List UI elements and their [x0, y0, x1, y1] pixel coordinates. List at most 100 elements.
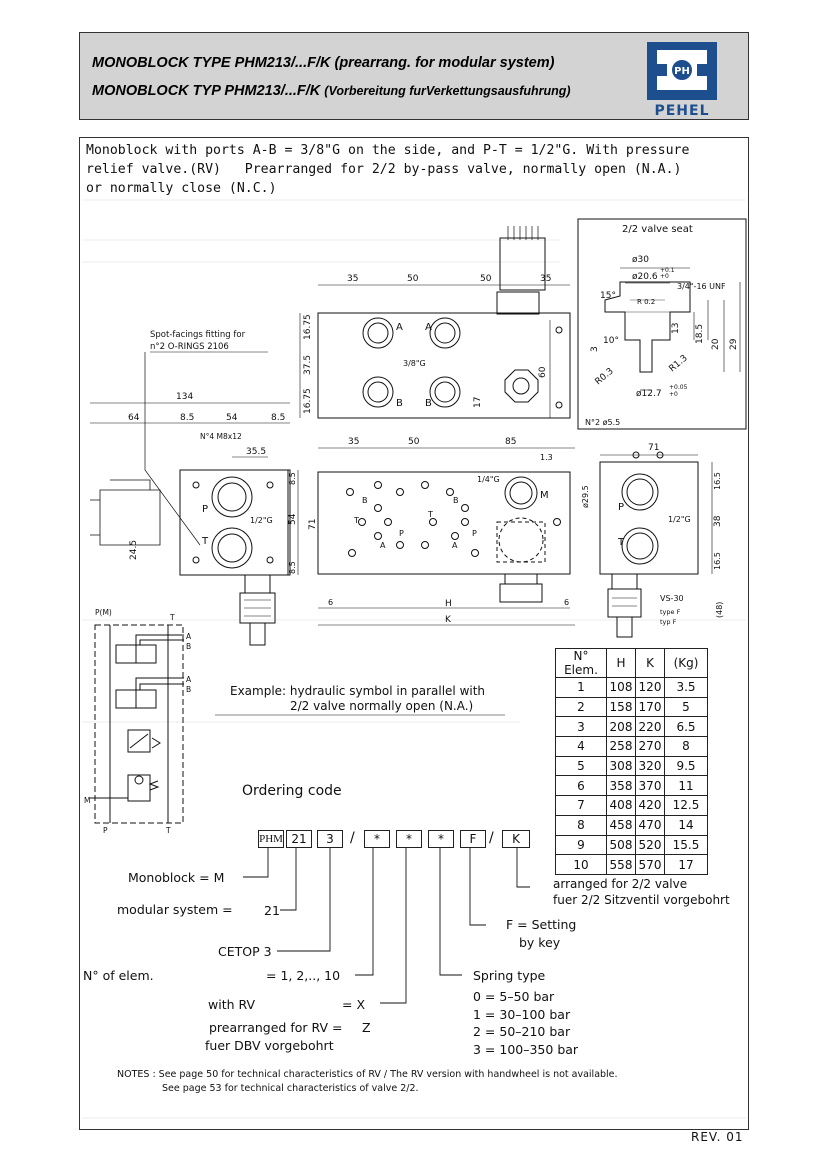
code-box: * [396, 830, 422, 848]
code-box: F [460, 830, 486, 848]
table-cell: 5 [555, 755, 607, 777]
svg-text:13: 13 [671, 323, 681, 334]
table-cell: 170 [635, 696, 665, 718]
svg-text:3/4"-16 UNF: 3/4"-16 UNF [677, 282, 726, 291]
svg-text:35: 35 [347, 274, 358, 284]
table-cell: 370 [635, 775, 665, 797]
svg-text:(48): (48) [715, 602, 724, 618]
front-view: 35 50 85 M 1/4"G 1.3 ø29.5 B B T T P P A… [308, 437, 590, 626]
label-k-vorgebohrt: fuer 2/2 Sitzventil vorgebohrt [553, 893, 730, 907]
code-separator: / [350, 830, 355, 846]
svg-text:A: A [452, 541, 458, 550]
table-cell: 308 [606, 755, 636, 777]
table-cell: 220 [635, 716, 665, 738]
svg-text:29: 29 [729, 338, 739, 350]
table-cell: 8 [555, 814, 607, 836]
table-cell: 5 [664, 696, 708, 718]
svg-text:B: B [396, 398, 403, 409]
spot-facing-note: Spot-facings fitting for n°2 O-RINGS 210… [144, 330, 268, 546]
svg-text:1/2"G: 1/2"G [668, 515, 691, 524]
side-view: 134 64 8.5 54 8.5 35.5 N°4 M8x12 P T 1/2… [90, 392, 299, 646]
revision-label: REV. 01 [691, 1130, 744, 1144]
table-cell: 4 [555, 736, 607, 757]
value-modular: 21 [264, 903, 280, 918]
table-cell: 470 [635, 814, 665, 836]
svg-text:A: A [380, 541, 386, 550]
svg-text:35: 35 [540, 274, 551, 284]
logo-mark: PH [674, 66, 690, 77]
svg-text:10°: 10° [603, 336, 619, 346]
svg-text:R 0.2: R 0.2 [637, 298, 655, 306]
table-cell: 6.5 [664, 716, 708, 738]
label-with-rv: with RV [208, 997, 256, 1012]
svg-text:54: 54 [226, 413, 238, 423]
svg-text:type F: type F [660, 608, 681, 616]
svg-text:T: T [165, 826, 171, 835]
svg-text:P: P [399, 529, 404, 538]
svg-text:8.5: 8.5 [180, 413, 194, 423]
table-header-cell: N° Elem. [555, 648, 607, 678]
svg-text:38: 38 [713, 515, 723, 527]
table-cell: 570 [635, 854, 665, 875]
label-cetop: CETOP 3 [218, 944, 272, 959]
table-cell: 1 [555, 677, 607, 698]
svg-text:85: 85 [505, 437, 516, 447]
svg-text:K: K [445, 615, 452, 625]
code-box: K [502, 830, 530, 848]
svg-text:8.5: 8.5 [288, 472, 297, 485]
svg-text:1/2"G: 1/2"G [250, 516, 273, 525]
svg-text:54: 54 [288, 513, 298, 525]
svg-text:ø20.6: ø20.6 [632, 272, 658, 282]
table-cell: 9 [555, 834, 607, 856]
table-cell: 9.5 [664, 755, 708, 777]
table-cell: 408 [606, 795, 636, 816]
svg-text:50: 50 [407, 274, 419, 284]
table-cell: 3.5 [664, 677, 708, 698]
svg-text:R1.3: R1.3 [668, 353, 690, 374]
svg-text:1.3: 1.3 [540, 453, 553, 462]
svg-text:N°4 M8x12: N°4 M8x12 [200, 432, 242, 441]
ordering-leaders [243, 848, 530, 1004]
svg-text:T: T [427, 510, 433, 519]
svg-text:+0.1: +0.1 [660, 267, 675, 274]
label-num-elements: N° of elem. [83, 968, 154, 983]
title-german: MONOBLOCK TYP PHM213/...F/K (Vorbereitun… [92, 83, 571, 99]
table-cell: 7 [555, 795, 607, 816]
value-prearranged-rv: Z [362, 1020, 371, 1035]
svg-text:ø12.7: ø12.7 [636, 389, 662, 399]
svg-text:T: T [353, 516, 359, 525]
svg-text:A: A [186, 632, 192, 641]
code-box: 3 [317, 830, 343, 848]
table-cell: 358 [606, 775, 636, 797]
svg-text:M: M [84, 796, 90, 805]
svg-text:typ F: typ F [660, 618, 677, 626]
svg-text:2/2 valve seat: 2/2 valve seat [622, 224, 693, 235]
table-header-cell: K [635, 648, 665, 678]
svg-text:A: A [425, 322, 432, 333]
svg-text:T: T [169, 613, 175, 622]
notes: NOTES : See page 50 for technical charac… [117, 1069, 618, 1094]
table-cell: 270 [635, 736, 665, 757]
svg-text:1/4"G: 1/4"G [477, 475, 500, 484]
label-f-bykey: by key [519, 935, 561, 950]
title-english: MONOBLOCK TYPE PHM213/...F/K (prearrang.… [92, 55, 555, 71]
svg-text:B: B [453, 496, 459, 505]
svg-text:8.5: 8.5 [288, 561, 297, 574]
svg-text:35: 35 [348, 437, 359, 447]
svg-text:17: 17 [473, 397, 483, 408]
table-cell: 15.5 [664, 834, 708, 856]
label-monoblock: Monoblock = M [128, 870, 225, 885]
svg-text:3: 3 [590, 346, 600, 352]
svg-text:VS-30: VS-30 [660, 594, 684, 603]
svg-text:B: B [425, 398, 432, 409]
svg-text:+0.05: +0.05 [669, 384, 688, 391]
label-spring-type: Spring type [473, 968, 546, 983]
svg-text:60: 60 [538, 366, 548, 378]
table-cell: 120 [635, 677, 665, 698]
table-cell: 17 [664, 854, 708, 875]
